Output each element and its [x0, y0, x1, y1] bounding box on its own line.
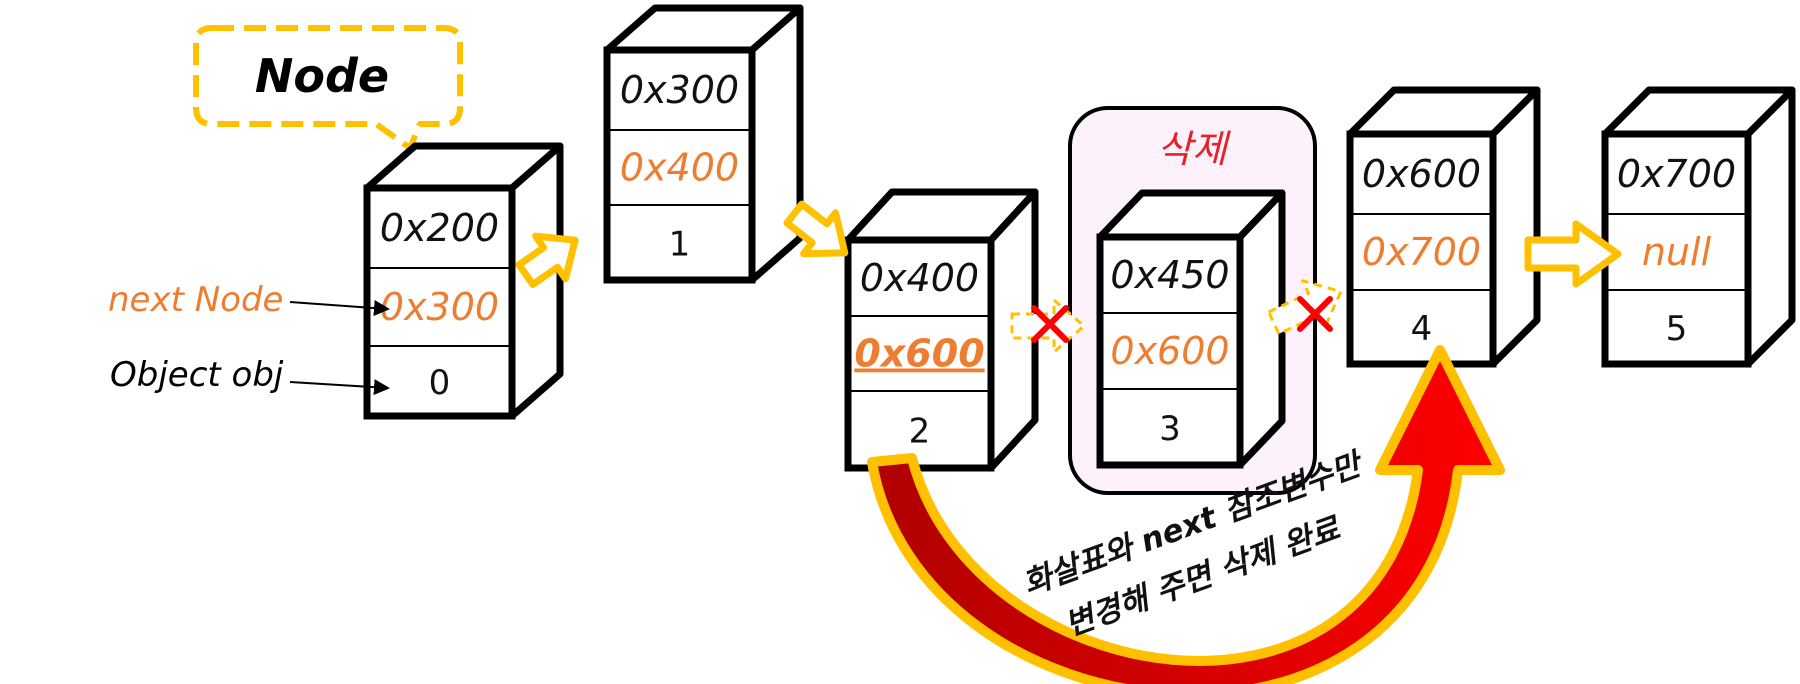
- object-obj-pointer: [289, 379, 390, 396]
- node-index: 3: [1159, 409, 1181, 449]
- node-index: 1: [669, 225, 691, 265]
- delete-x-icon: [1297, 296, 1333, 332]
- node-address: 0x200: [380, 206, 499, 250]
- node-side-face: [1489, 86, 1541, 368]
- next-node-pointer: [289, 300, 390, 316]
- node-front-face: [1601, 130, 1752, 368]
- callout-label: Node: [255, 49, 389, 103]
- next-node-label: next Node: [108, 280, 283, 320]
- node-address: 0x300: [620, 68, 739, 112]
- node-address: 0x400: [860, 256, 979, 300]
- delete-x-icon: [1031, 305, 1069, 343]
- node-side-face: [1744, 86, 1796, 368]
- node-index: 4: [1411, 309, 1433, 349]
- node-front-face: [603, 46, 756, 284]
- node-next-ref: 0x700: [1362, 230, 1481, 274]
- node-box-1: 0x300 0x400 1: [603, 4, 804, 284]
- node-next-ref: 0x600: [854, 332, 984, 376]
- node-next-ref: null: [1642, 230, 1712, 274]
- link-arrow-4-5: [1524, 220, 1622, 288]
- node-index: 5: [1666, 309, 1688, 349]
- node-front-face: [1346, 130, 1497, 368]
- node-front-face: [363, 184, 516, 420]
- node-index: 2: [909, 412, 931, 452]
- node-side-face: [748, 4, 804, 284]
- link-arrow-1-2: [783, 200, 849, 258]
- node-box-4: 0x600 0x700 4: [1346, 86, 1541, 368]
- node-front-face: [1096, 233, 1244, 469]
- node-box-3: 0x450 0x600 3: [1096, 189, 1286, 469]
- node-box-0: 0x200 0x300 0: [363, 142, 564, 420]
- deleted-label: 삭제: [1157, 127, 1231, 171]
- node-index: 0: [429, 363, 451, 403]
- link-arrow-0-1: [515, 232, 579, 288]
- node-next-ref: 0x600: [1110, 329, 1229, 373]
- object-obj-label: Object obj: [110, 355, 284, 395]
- node-box-5: 0x700 null 5: [1601, 86, 1796, 368]
- node-address: 0x600: [1362, 152, 1481, 196]
- node-next-ref: 0x400: [620, 146, 739, 190]
- node-next-ref: 0x300: [380, 285, 499, 329]
- node-address: 0x450: [1110, 253, 1229, 297]
- bypass-arrow: [867, 345, 1505, 684]
- node-address: 0x700: [1617, 152, 1736, 196]
- node-box-2: 0x400 0x600 2: [844, 188, 1039, 472]
- node-callout: Node: [193, 25, 463, 151]
